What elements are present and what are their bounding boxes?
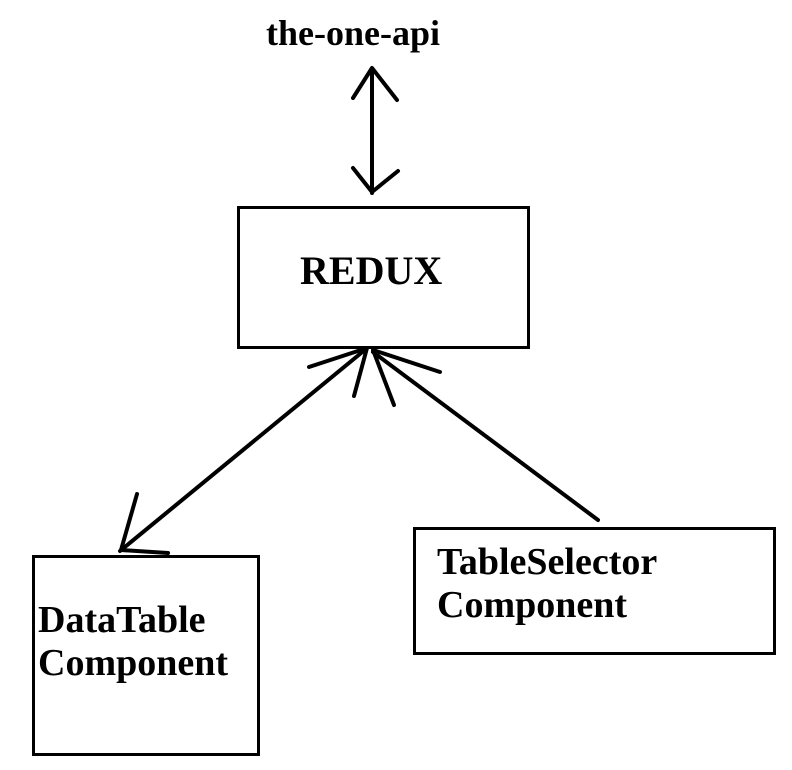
redux-node (237, 206, 530, 349)
api-title: the-one-api (266, 13, 440, 53)
tableselector-redux-connector (371, 350, 600, 522)
datatable-component-label: DataTable Component (38, 599, 228, 684)
redux-datatable-connector (118, 347, 368, 553)
tableselector-label-line1: TableSelector (437, 541, 658, 583)
arrowhead-up-api (351, 66, 399, 102)
tableselector-label-line2: Component (437, 583, 628, 626)
redux-label: REDUX (300, 248, 443, 293)
arrowhead-to-datatable (119, 492, 170, 555)
arrowhead-down-redux (351, 166, 400, 194)
tableselector-component-node (413, 527, 776, 655)
datatable-label-line1: DataTable (38, 599, 206, 641)
datatable-component-node (32, 555, 260, 756)
datatable-label-line2: Component (38, 641, 229, 684)
tableselector-component-label: TableSelector Component (437, 541, 657, 626)
arrowhead-to-redux-right (371, 348, 442, 407)
